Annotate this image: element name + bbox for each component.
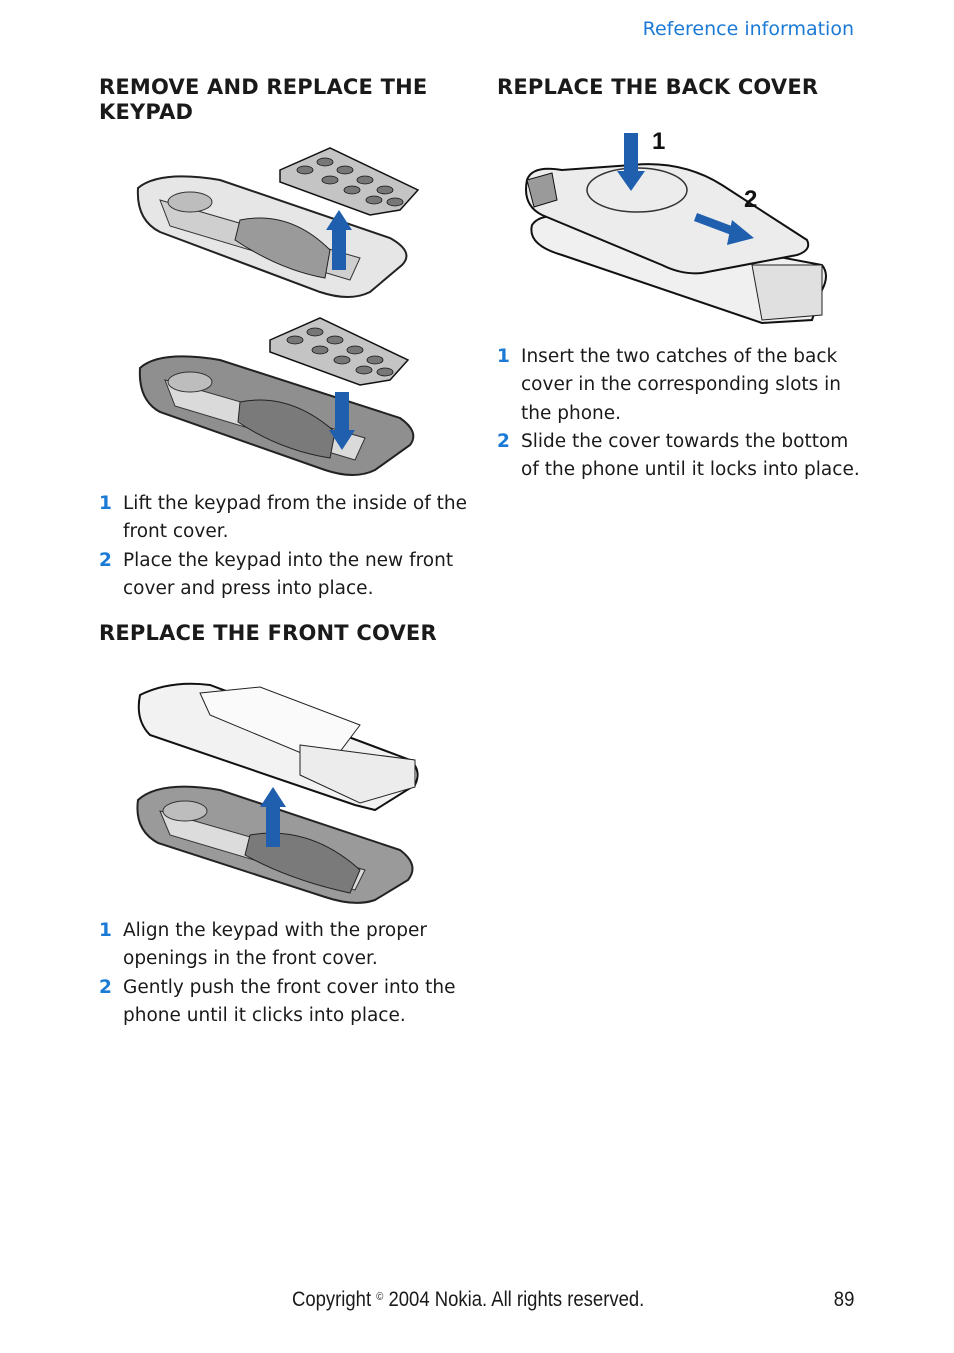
up-arrow-icon xyxy=(326,210,352,270)
section-header: Reference information xyxy=(642,18,854,40)
back-cover-title: REPLACE THE BACK COVER xyxy=(497,75,819,99)
right-arrow-icon xyxy=(694,213,754,245)
down-arrow-icon xyxy=(617,133,645,191)
copyright-symbol: © xyxy=(376,1291,384,1303)
keypad-drawing-1 xyxy=(279,147,420,216)
front-cover-illustration xyxy=(136,682,419,904)
figure-label-1: 1 xyxy=(652,128,665,155)
back-cover-illustration: 1 2 xyxy=(525,128,827,325)
keypad-section: REMOVE AND REPLACE THE KEYPAD xyxy=(99,75,469,125)
back-cover-section: REPLACE THE BACK COVER xyxy=(497,75,867,100)
keypad-drawing-2 xyxy=(269,317,410,386)
phone-body-drawing xyxy=(137,682,419,812)
page-number: 89 xyxy=(833,1288,854,1311)
figure-label-2: 2 xyxy=(744,186,757,213)
front-cover-title: REPLACE THE FRONT COVER xyxy=(99,621,437,645)
up-arrow-icon xyxy=(260,787,286,847)
copyright-notice: Copyright © 2004 Nokia. All rights reser… xyxy=(292,1288,645,1311)
keypad-illustration xyxy=(136,147,420,476)
front-cover-section: REPLACE THE FRONT COVER xyxy=(99,621,469,646)
down-arrow-icon xyxy=(329,392,355,450)
keypad-title: REMOVE AND REPLACE THE KEYPAD xyxy=(99,75,428,124)
